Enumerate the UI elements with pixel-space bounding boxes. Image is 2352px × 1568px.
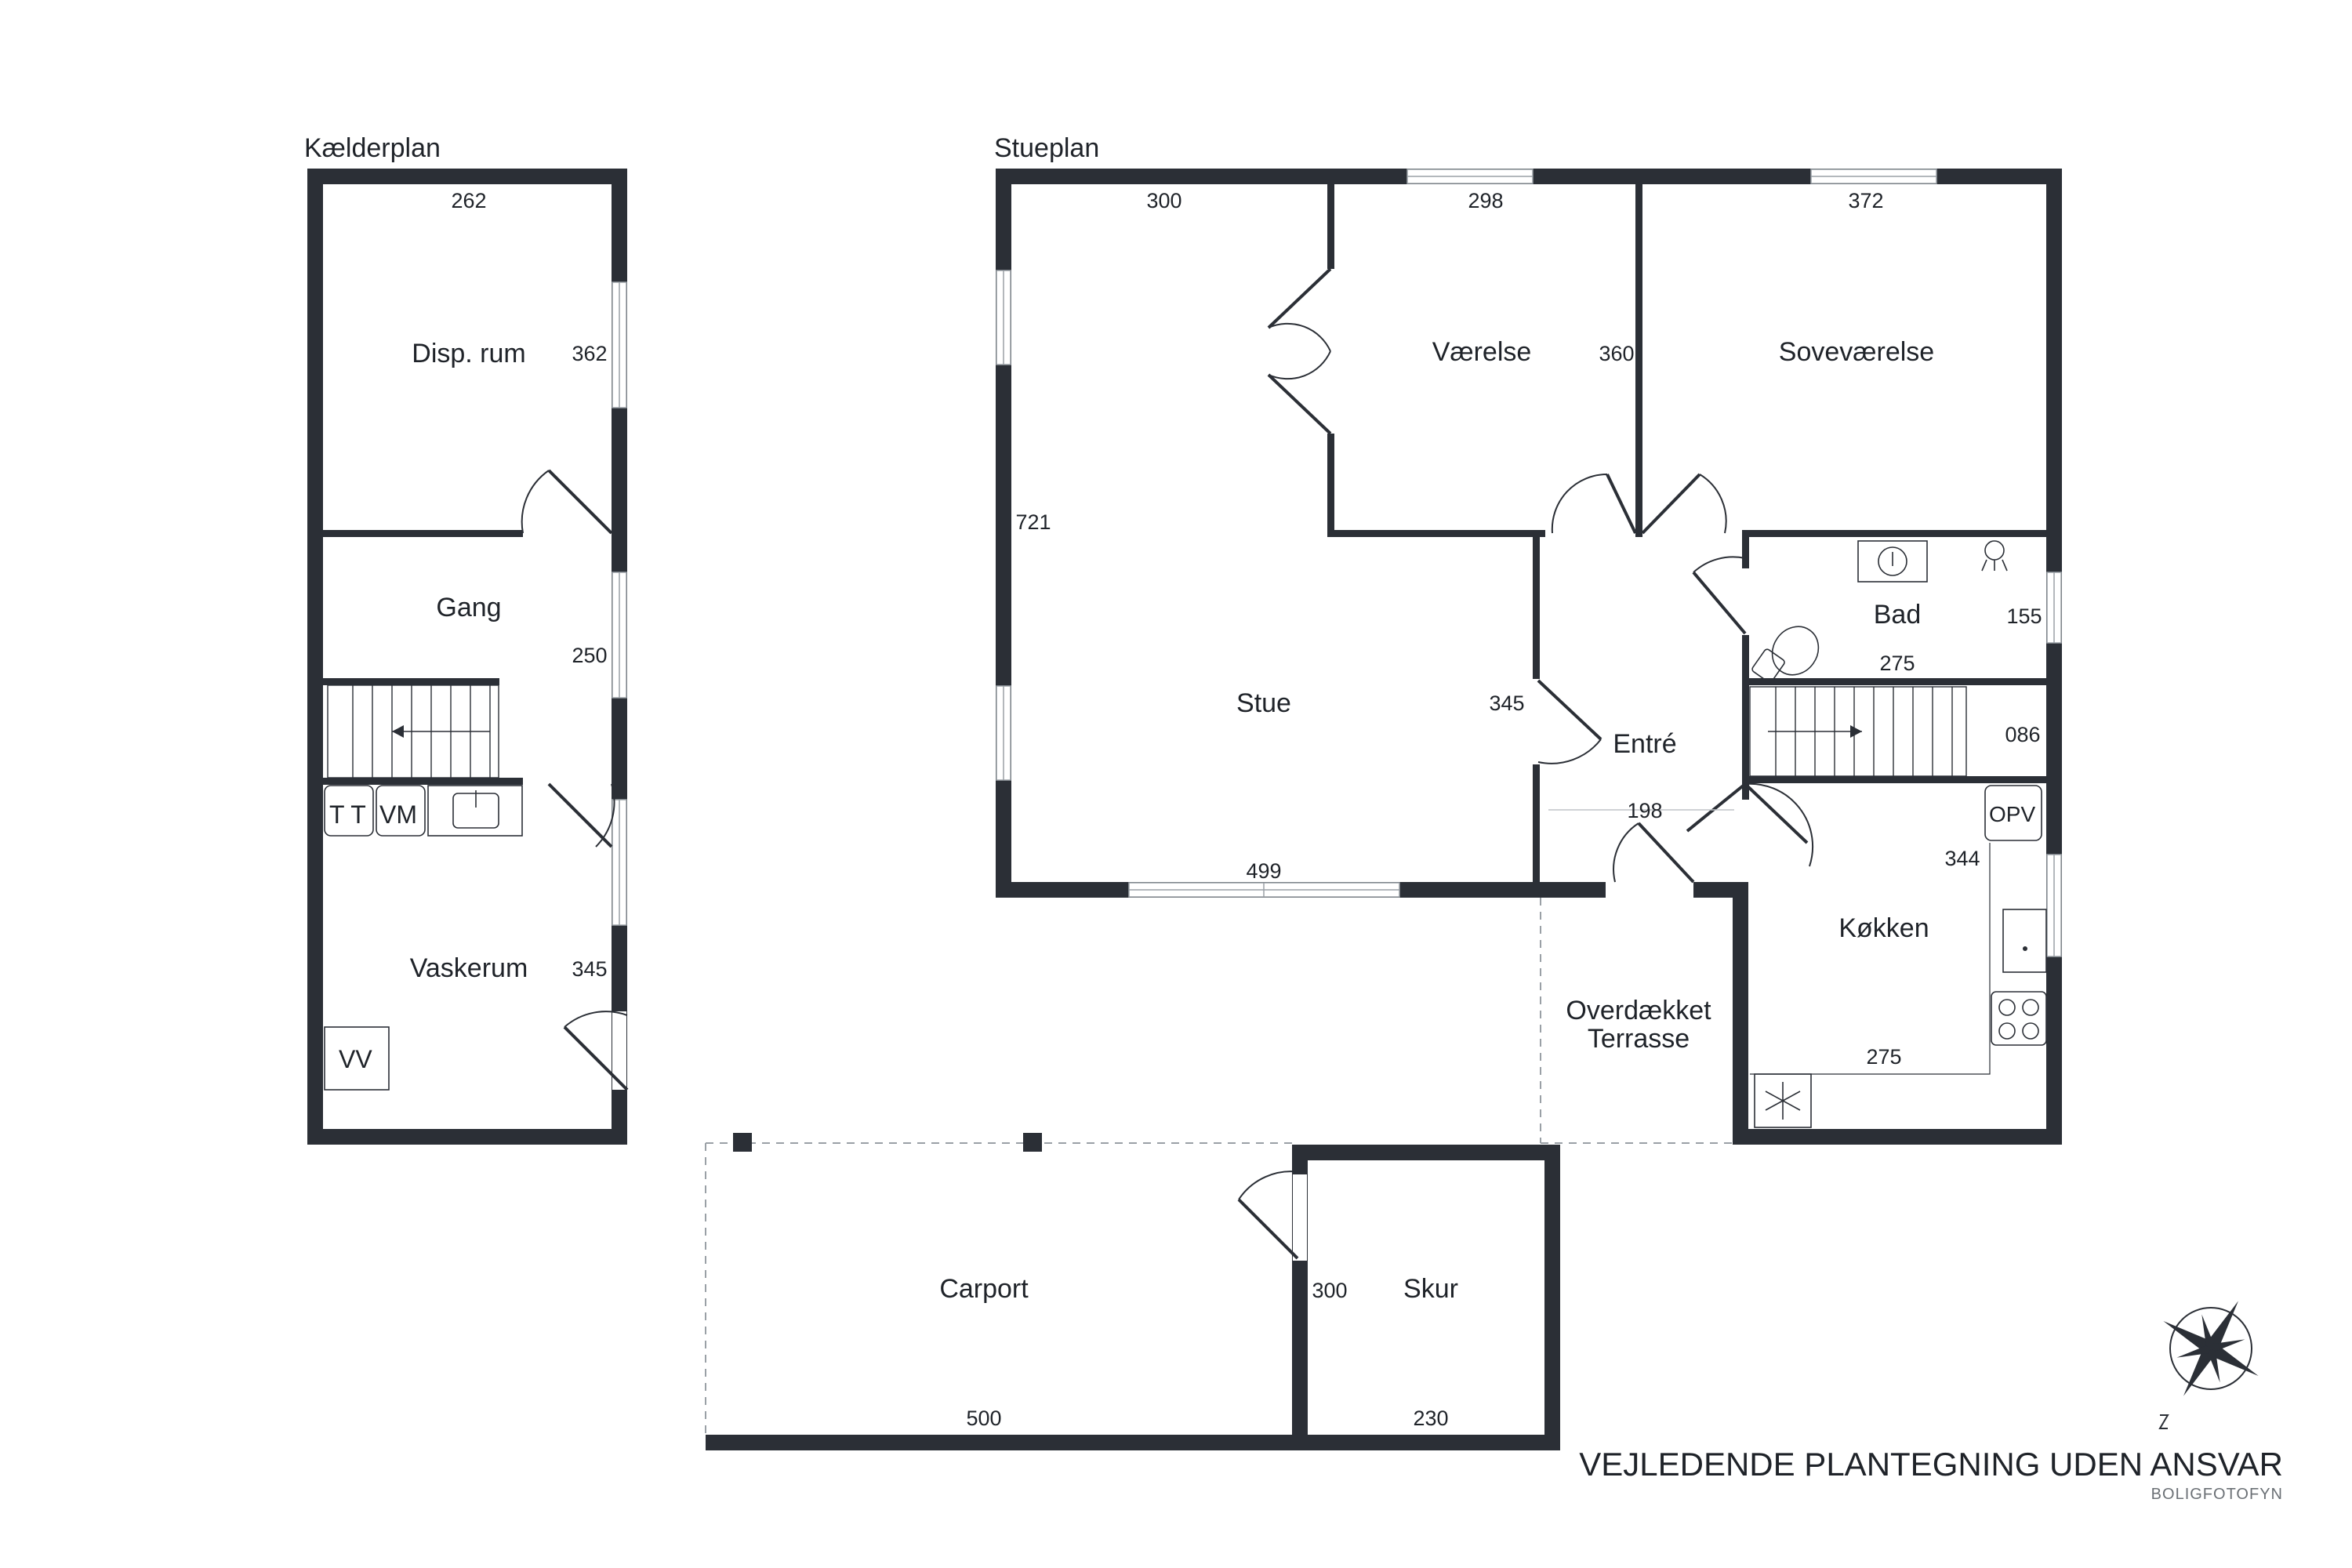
double-door	[1267, 267, 1332, 435]
dimension-label: 300	[1312, 1279, 1347, 1302]
kitchen-sink-fixture	[2002, 909, 2047, 973]
wall	[2046, 169, 2062, 1145]
wall	[1533, 530, 1540, 679]
shower-icon	[1981, 540, 2008, 572]
dimension-label: 262	[451, 189, 486, 212]
wall	[307, 169, 627, 184]
basement-plan: Kælderplan	[304, 133, 629, 1145]
disclaimer-text: VEJLEDENDE PLANTEGNING UDEN ANSVAR	[1579, 1446, 2283, 1483]
door	[1686, 782, 1814, 867]
washing-machine-fixture: VM	[376, 785, 426, 837]
wall	[1733, 1129, 2062, 1145]
door	[1551, 473, 1637, 534]
arrow-right-icon	[1850, 725, 1862, 738]
dimension-label: 345	[572, 957, 607, 981]
dimension-label: 198	[1627, 799, 1662, 822]
dimension-label: 345	[1489, 691, 1524, 715]
wall	[307, 1129, 627, 1145]
wall	[323, 530, 523, 537]
svg-text:T T: T T	[329, 800, 366, 829]
wall	[1742, 635, 1749, 784]
wall	[1533, 764, 1540, 890]
door	[1237, 1171, 1301, 1260]
room-label-sovevaerelse: Soveværelse	[1779, 337, 1934, 367]
wall	[1635, 184, 1642, 537]
wall	[1327, 184, 1334, 269]
door	[547, 782, 615, 848]
wall	[1292, 1145, 1560, 1160]
dimension-label: 362	[572, 342, 607, 365]
room-label-gang: Gang	[436, 593, 501, 622]
credit-logo: BOLIGFOTOFYN	[2151, 1486, 2283, 1503]
dimension-label: 086	[2005, 723, 2040, 746]
wall	[307, 169, 323, 1145]
dimension-label: 344	[1944, 847, 1980, 870]
dimension-label: 230	[1413, 1406, 1448, 1430]
ground-title: Stueplan	[994, 133, 1099, 163]
dimension-label: 499	[1246, 859, 1281, 883]
svg-text:VM: VM	[379, 800, 417, 829]
room-label-vaerelse: Værelse	[1432, 337, 1532, 367]
carport-post	[1023, 1133, 1042, 1152]
room-label-skur: Skur	[1403, 1274, 1458, 1304]
wall	[1693, 882, 1740, 898]
wall	[323, 678, 499, 685]
room-label-carport: Carport	[939, 1274, 1029, 1304]
oven-fixture: OPV	[1984, 785, 2042, 841]
wall	[323, 778, 523, 785]
staircase	[327, 684, 499, 779]
room-label-entre: Entré	[1613, 729, 1676, 759]
compass-rose-icon	[2158, 1301, 2259, 1429]
dimension-label: 155	[2006, 604, 2042, 628]
wall	[706, 1435, 1560, 1450]
wall	[1742, 776, 2054, 783]
room-label-vaskerum: Vaskerum	[410, 953, 528, 983]
carport-post	[733, 1133, 752, 1152]
wall	[1733, 882, 1748, 1145]
dimension-label: 300	[1146, 189, 1181, 212]
door	[1641, 473, 1727, 535]
door	[1613, 822, 1695, 884]
stove-fixture	[1991, 991, 2047, 1046]
room-label-terrasse-2: Terrasse	[1588, 1024, 1690, 1054]
toilet-fixture	[1751, 626, 1820, 683]
wall	[1742, 784, 1749, 800]
arrow-left-icon	[392, 725, 404, 738]
wall	[1742, 530, 2054, 537]
room-label-bad: Bad	[1874, 600, 1922, 630]
dimension-label: 298	[1468, 189, 1503, 212]
door	[1692, 556, 1747, 635]
staircase	[1749, 686, 1967, 777]
room-label-koekken: Køkken	[1838, 913, 1929, 943]
dimension-label: 250	[572, 644, 607, 667]
dimension-label: 500	[966, 1406, 1001, 1430]
room-label-disp-rum: Disp. rum	[412, 339, 525, 368]
basement-title: Kælderplan	[304, 133, 441, 163]
wall	[1327, 530, 1545, 537]
dimension-label: 275	[1866, 1045, 1901, 1069]
bathroom-sink-fixture	[1857, 540, 1928, 583]
svg-text:OPV: OPV	[1989, 802, 2035, 826]
sink-fixture	[427, 785, 523, 837]
wall	[1544, 1145, 1560, 1450]
room-label-stue: Stue	[1236, 688, 1291, 718]
wall	[1327, 434, 1334, 537]
dimension-label: 275	[1879, 652, 1915, 675]
dimension-label: 360	[1599, 342, 1634, 365]
dimension-label: 372	[1848, 189, 1883, 212]
dimension-label: 721	[1015, 510, 1051, 534]
door	[563, 1011, 629, 1091]
carport-and-shed: Carport Skur 500 300 230	[705, 1133, 1560, 1450]
wall	[1742, 678, 2054, 685]
door	[1537, 679, 1602, 764]
freezer-icon	[1754, 1073, 1812, 1128]
water-heater-fixture: VV	[324, 1026, 390, 1091]
svg-text:VV: VV	[339, 1045, 372, 1073]
dryer-fixture: T T	[324, 785, 374, 837]
door	[521, 469, 613, 535]
room-label-terrasse: Overdækket	[1566, 996, 1711, 1025]
wall	[1742, 537, 1749, 568]
ground-floor-plan: Stueplan	[994, 133, 2062, 1145]
